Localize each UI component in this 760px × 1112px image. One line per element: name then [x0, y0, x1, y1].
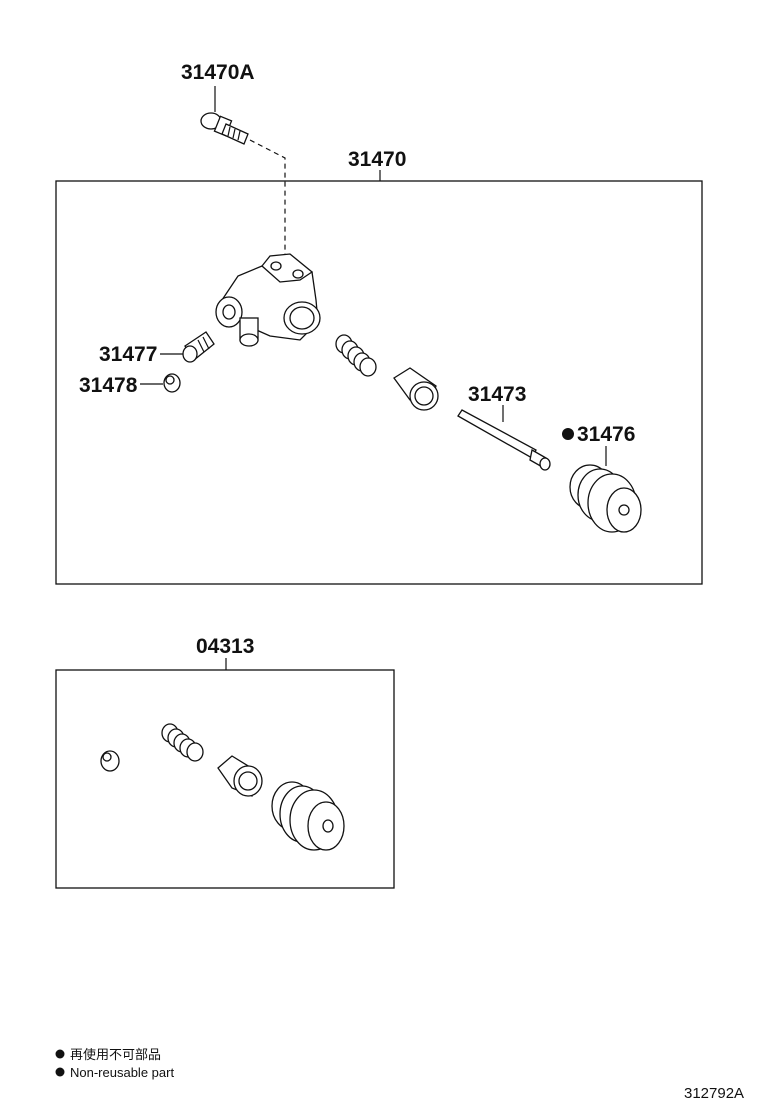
assembly-31470-frame	[55, 180, 703, 585]
bolt-31470a[interactable]	[200, 86, 249, 145]
label-31470a: 31470A	[181, 61, 255, 84]
label-31478: 31478	[79, 374, 138, 397]
kit-bleeder-cap[interactable]	[100, 750, 120, 772]
label-31470: 31470	[348, 148, 406, 171]
label-31476: 31476	[577, 423, 635, 446]
non-reusable-marker-31476	[562, 428, 574, 440]
bolt-dashed-guide	[249, 139, 286, 270]
kit-spring[interactable]	[161, 723, 204, 762]
bleeder-cap-31478[interactable]	[163, 373, 181, 393]
legend-japanese: 再使用不可部品	[70, 1047, 161, 1062]
kit-boot[interactable]	[271, 781, 345, 851]
document-id: 312792A	[684, 1085, 744, 1102]
boot-31476[interactable]	[569, 464, 642, 533]
legend-english: Non-reusable part	[70, 1065, 174, 1080]
bleeder-plug-31477[interactable]	[182, 331, 215, 363]
repair-kit-04313-frame	[55, 669, 395, 889]
legend-bullet-jp	[55, 1049, 65, 1059]
cylinder-body[interactable]	[215, 253, 321, 347]
kit-piston[interactable]	[217, 755, 263, 797]
legend-bullet-en	[55, 1067, 65, 1077]
label-31477: 31477	[99, 343, 157, 366]
push-rod-31473[interactable]	[457, 409, 551, 471]
label-04313: 04313	[196, 635, 254, 658]
label-31473: 31473	[468, 383, 526, 406]
piston[interactable]	[393, 367, 439, 411]
spring[interactable]	[335, 334, 377, 377]
